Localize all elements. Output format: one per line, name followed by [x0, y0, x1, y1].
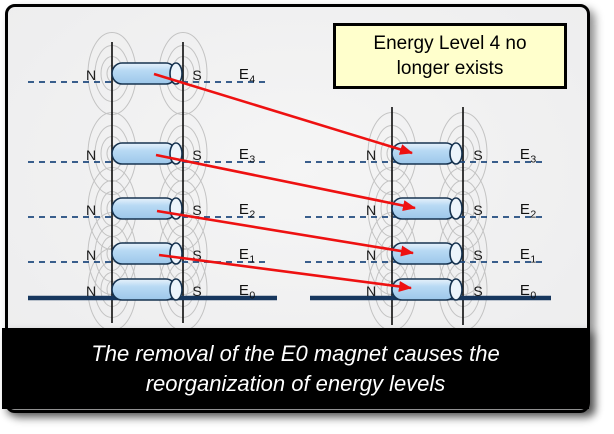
- south-label: S: [192, 147, 201, 163]
- energy-label-e1: E1: [239, 246, 256, 266]
- arrow-e3-to-e2: [155, 153, 416, 211]
- transition-arrows: [153, 72, 416, 292]
- magnet-right-e0: [391, 278, 463, 301]
- south-label: S: [473, 202, 482, 218]
- north-label: N: [366, 147, 376, 163]
- callout-text-line2: longer exists: [396, 58, 504, 79]
- magnet-right-e3: [391, 142, 463, 165]
- south-label: S: [192, 247, 201, 263]
- energy-label-e0: E0: [239, 282, 256, 302]
- magnet-left-e0: [111, 278, 183, 301]
- north-label: N: [86, 202, 96, 218]
- energy-label-e2: E2: [239, 201, 256, 221]
- magnet-left-e3: [111, 142, 183, 165]
- north-label: N: [86, 247, 96, 263]
- arrow-e4-to-e3: [153, 72, 413, 155]
- south-label: S: [473, 283, 482, 299]
- magnet-right-e2: [391, 197, 463, 220]
- arrow-e2-to-e1: [156, 209, 414, 257]
- south-label: S: [473, 247, 482, 263]
- magnet-right-e1: [391, 242, 463, 265]
- south-label: S: [192, 283, 201, 299]
- south-label: S: [473, 147, 482, 163]
- north-label: N: [366, 247, 376, 263]
- south-label: S: [192, 67, 201, 83]
- energy-label-e3: E3: [520, 146, 537, 166]
- right-stack: N S N S N S N S E3 E2 E1 E0: [305, 107, 551, 325]
- caption-text-line2: reorganization of energy levels: [145, 370, 446, 396]
- left-stack: N S N S N S N S N S E4 E3 E2 E1 E0: [28, 42, 277, 323]
- energy-label-e2: E2: [520, 201, 537, 221]
- north-label: N: [86, 283, 96, 299]
- north-label: N: [86, 67, 96, 83]
- callout-box: Energy Level 4 no longer exists: [333, 23, 567, 89]
- south-label: S: [192, 202, 201, 218]
- north-label: N: [366, 283, 376, 299]
- arrow-e1-to-e0: [158, 253, 412, 292]
- callout-text-line1: Energy Level 4 no: [373, 33, 527, 54]
- magnet-left-e2: [111, 197, 183, 220]
- caption-banner: The removal of the E0 magnet causes the …: [2, 328, 589, 409]
- energy-label-e4: E4: [239, 66, 256, 86]
- magnet-left-e1: [111, 242, 183, 265]
- energy-label-e3: E3: [239, 146, 256, 166]
- north-label: N: [366, 202, 376, 218]
- energy-label-e0: E0: [520, 282, 537, 302]
- caption-text-line1: The removal of the E0 magnet causes the: [91, 340, 500, 366]
- north-label: N: [86, 147, 96, 163]
- magnet-left-e4: [111, 62, 183, 85]
- energy-label-e1: E1: [520, 246, 537, 266]
